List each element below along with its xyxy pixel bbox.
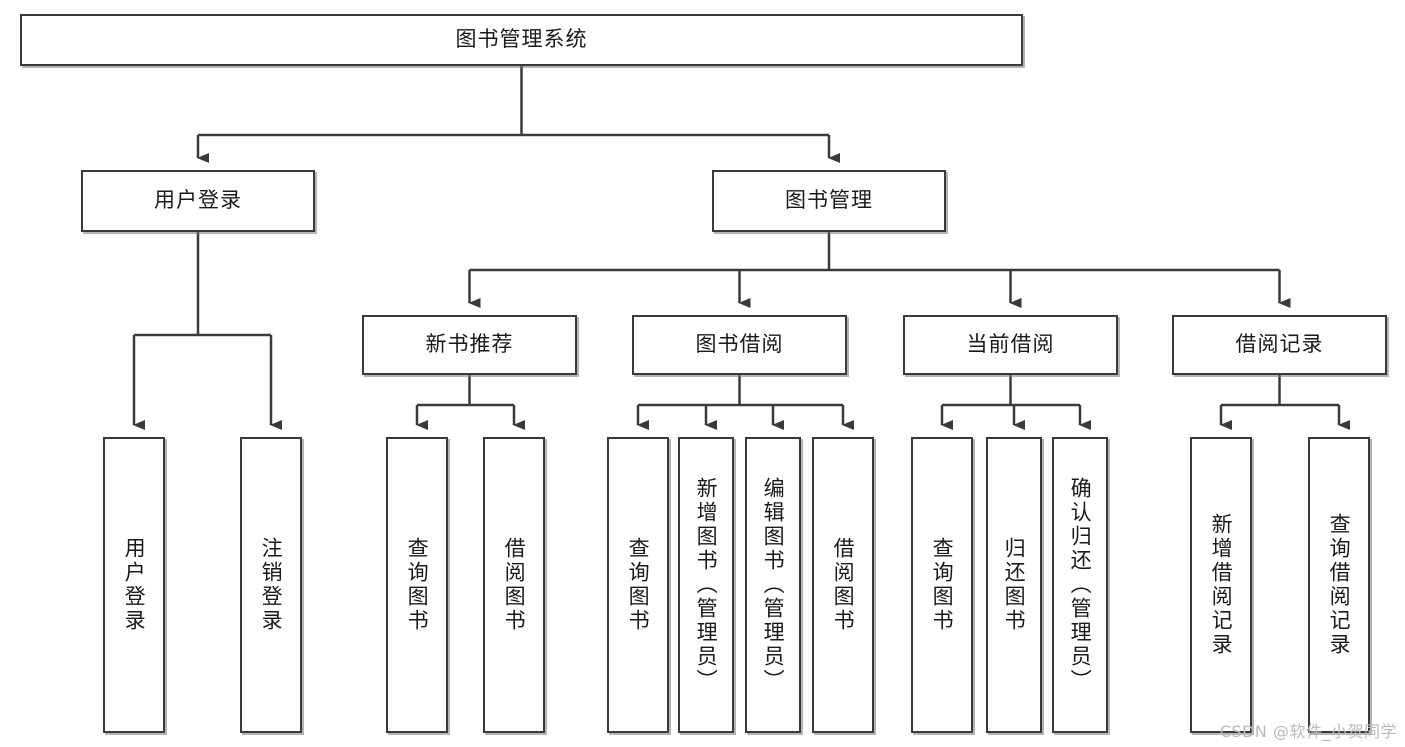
- watermark: CSDN @软件_小贺同学: [1219, 722, 1397, 741]
- node-user-login[interactable]: 用户登录: [81, 170, 315, 232]
- node-leaf-borrow-book-recommend[interactable]: 借阅图书: [483, 437, 545, 733]
- node-label-book-management: 图书管理: [785, 188, 873, 213]
- node-book-borrow[interactable]: 图书借阅: [632, 315, 847, 375]
- node-label-leaf-user-login: 用户登录: [122, 537, 147, 633]
- node-label-leaf-confirm-return: 确认归还（管理员）: [1068, 477, 1093, 693]
- node-label-borrow-record: 借阅记录: [1235, 332, 1324, 357]
- node-label-leaf-query-book-borrow: 查询图书: [626, 537, 651, 633]
- node-leaf-query-book-current[interactable]: 查询图书: [911, 437, 973, 733]
- node-label-current-borrow: 当前借阅: [966, 332, 1055, 357]
- node-label-root: 图书管理系统: [455, 27, 588, 52]
- node-label-leaf-add-borrow-record: 新增借阅记录: [1209, 513, 1234, 657]
- node-leaf-add-book[interactable]: 新增图书（管理员）: [678, 437, 734, 733]
- node-label-leaf-add-book: 新增图书（管理员）: [694, 477, 719, 693]
- node-leaf-edit-book[interactable]: 编辑图书（管理员）: [745, 437, 801, 733]
- node-label-new-book-recommend: 新书推荐: [425, 332, 514, 357]
- node-label-leaf-borrow-book: 借阅图书: [831, 537, 856, 633]
- node-leaf-query-book-recommend[interactable]: 查询图书: [386, 437, 448, 733]
- node-label-leaf-logout-login: 注销登录: [259, 537, 284, 633]
- node-leaf-return-book[interactable]: 归还图书: [986, 437, 1042, 733]
- node-book-management[interactable]: 图书管理: [712, 170, 946, 232]
- node-label-leaf-query-borrow-record: 查询借阅记录: [1327, 513, 1352, 657]
- node-label-user-login: 用户登录: [154, 188, 242, 213]
- node-label-book-borrow: 图书借阅: [695, 332, 784, 357]
- node-borrow-record[interactable]: 借阅记录: [1172, 315, 1387, 375]
- node-leaf-user-login[interactable]: 用户登录: [103, 437, 165, 733]
- node-leaf-confirm-return[interactable]: 确认归还（管理员）: [1052, 437, 1108, 733]
- node-new-book-recommend[interactable]: 新书推荐: [362, 315, 577, 375]
- node-leaf-query-book-borrow[interactable]: 查询图书: [607, 437, 669, 733]
- node-leaf-query-borrow-record[interactable]: 查询借阅记录: [1308, 437, 1370, 733]
- node-current-borrow[interactable]: 当前借阅: [903, 315, 1118, 375]
- node-label-leaf-borrow-book-recommend: 借阅图书: [502, 537, 527, 633]
- node-label-leaf-return-book: 归还图书: [1002, 537, 1027, 633]
- node-leaf-borrow-book[interactable]: 借阅图书: [812, 437, 874, 733]
- node-leaf-logout-login[interactable]: 注销登录: [240, 437, 302, 733]
- node-label-leaf-query-book-current: 查询图书: [930, 537, 955, 633]
- node-root[interactable]: 图书管理系统: [20, 14, 1023, 66]
- node-label-leaf-edit-book: 编辑图书（管理员）: [761, 477, 786, 693]
- node-leaf-add-borrow-record[interactable]: 新增借阅记录: [1190, 437, 1252, 733]
- node-label-leaf-query-book-recommend: 查询图书: [405, 537, 430, 633]
